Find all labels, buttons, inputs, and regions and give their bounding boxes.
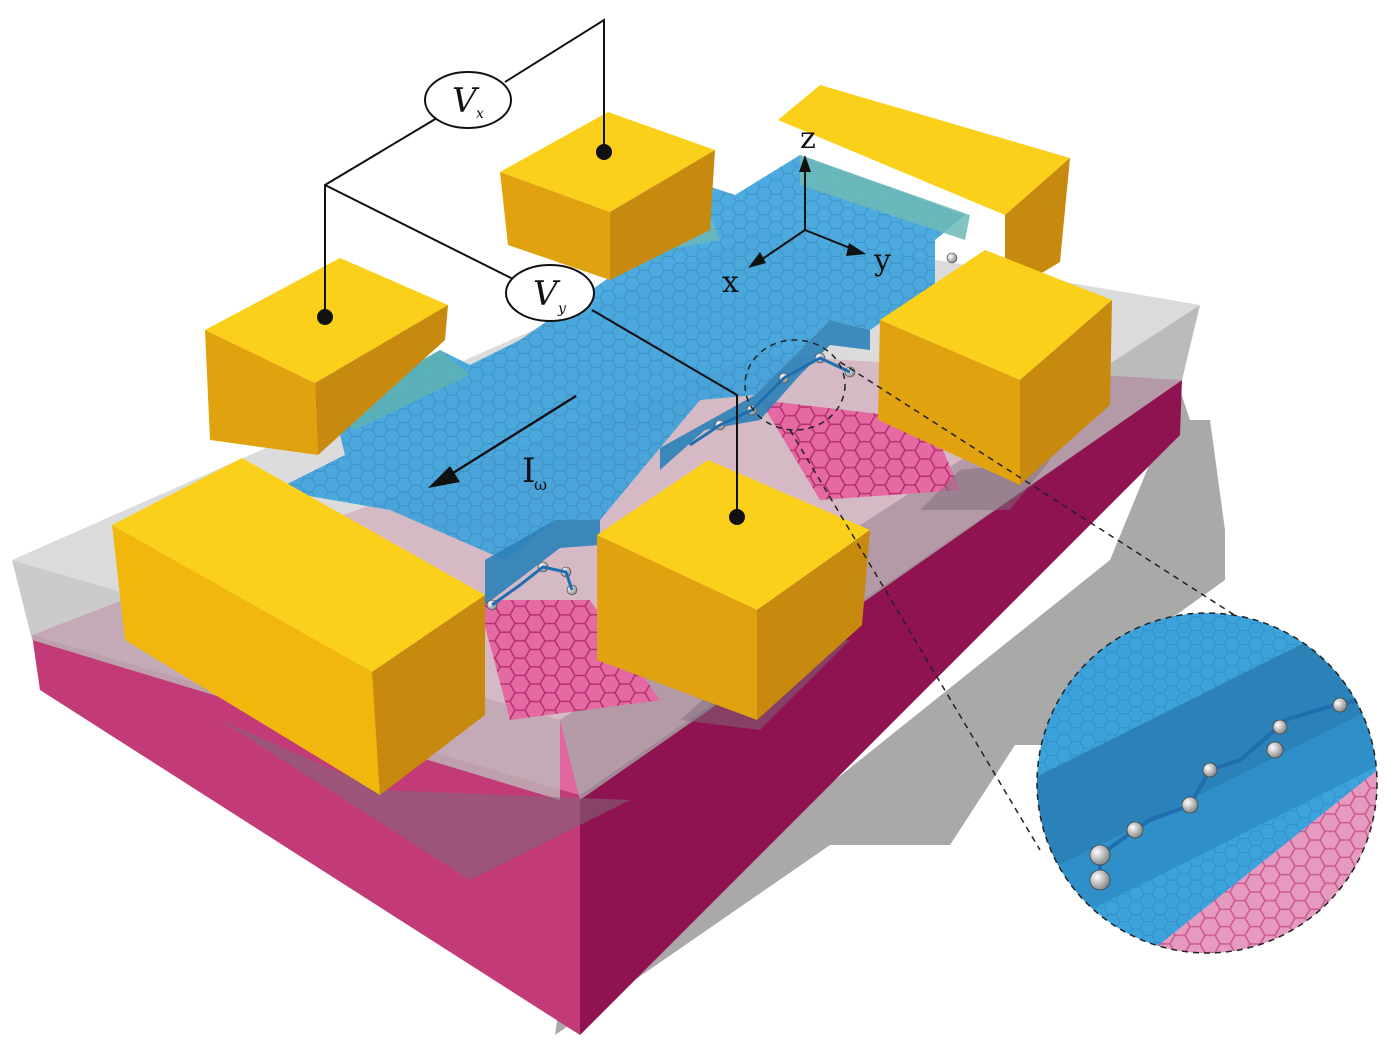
electrode-back-right: [778, 85, 1070, 295]
zoom-line-bottom: [789, 429, 1041, 851]
electrode-back-center: [500, 112, 715, 280]
electrode-front-left: [112, 458, 485, 795]
axis-z-label: z: [800, 121, 816, 156]
edge-bonds: [491, 356, 851, 607]
channel-edge-front: [485, 520, 600, 605]
vy-label: V: [533, 274, 561, 314]
voltmeter-vy: V y: [505, 264, 595, 322]
current-subscript: ω: [534, 475, 547, 494]
axis-y-label: y: [873, 243, 891, 278]
current-arrow: I ω: [428, 394, 577, 494]
wire-vy-left: [324, 184, 516, 281]
zoom-region-marker: [744, 339, 846, 431]
coordinate-axes: [748, 155, 866, 268]
axis-x-label: x: [722, 265, 739, 300]
electrode-front-right: [878, 250, 1112, 485]
current-label: I: [522, 451, 535, 491]
substrate-front-face: [32, 635, 580, 1035]
measurement-wires: [324, 18, 738, 517]
channel-arm-top-right: [800, 155, 970, 240]
vx-label: V: [452, 81, 480, 121]
wire-vy-right: [591, 309, 738, 517]
voltmeter-vx: V x: [424, 71, 512, 129]
vy-subscript: y: [557, 301, 567, 317]
contact-dots: [317, 144, 745, 525]
magnified-inset: [1036, 612, 1378, 954]
substrate-right-face: [580, 380, 1182, 1035]
zoom-line-top: [839, 361, 1251, 626]
electrode-shadow-left: [220, 720, 630, 880]
electrode-front-center: [597, 460, 870, 720]
vx-subscript: x: [476, 106, 484, 122]
wire-vx-right: [504, 18, 605, 152]
